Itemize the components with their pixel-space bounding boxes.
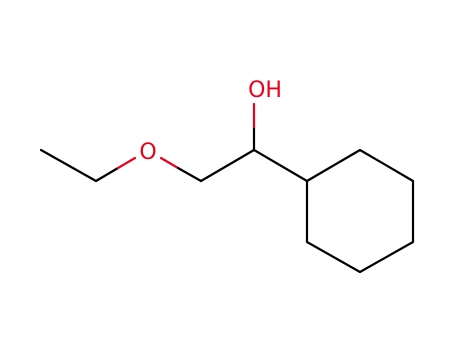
bond-ch2-carbinol	[199, 148, 256, 183]
bond-o-ch2-carbon-part	[176, 166, 203, 183]
bond-carbinol-cyclohexyl	[252, 148, 309, 183]
bond-ethyl-ch2-o-oxygen-part	[116, 156, 137, 170]
bond-ethyl-ch3-ch2	[39, 148, 98, 183]
hydroxyl-label: OH	[248, 78, 282, 103]
ether-oxygen-label: O	[139, 140, 156, 165]
bond-o-ch2-oxygen-part	[159, 156, 180, 170]
bond-ethyl-ch2-o-carbon-part	[94, 166, 120, 183]
cyclohexane-ring	[305, 148, 415, 274]
